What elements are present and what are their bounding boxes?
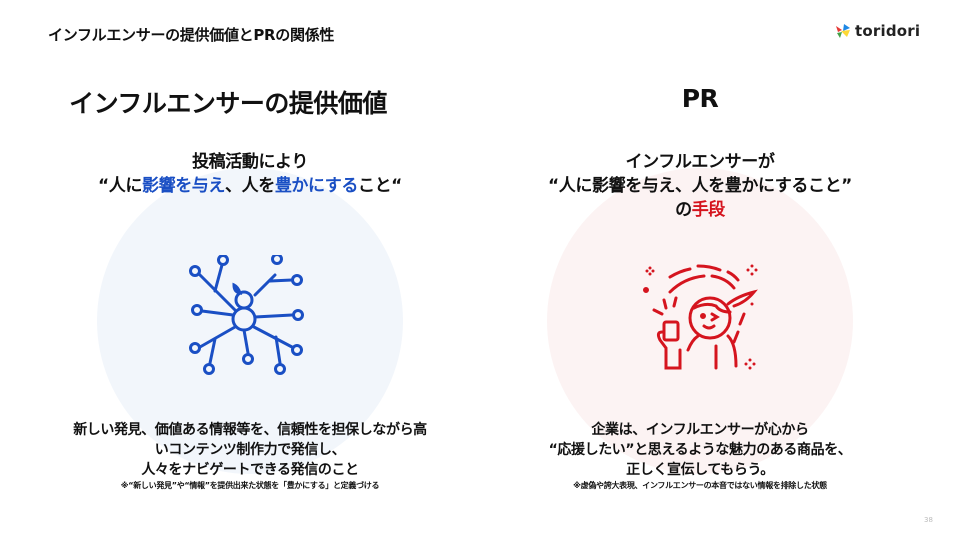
- toridori-bird-icon: [836, 24, 850, 38]
- background-circle: [97, 168, 403, 474]
- influencer-selfie-icon: [640, 252, 770, 382]
- toridori-logo: toridori: [836, 22, 920, 40]
- highlight-text: 影響を与え: [142, 176, 225, 196]
- column-description: 企業は、インフルエンサーが心から “応援したい”と思えるような魅力のある商品を、…: [480, 420, 920, 492]
- column-subtitle: インフルエンサーが “人に影響を与え、人を豊かにすること” の手段: [548, 152, 852, 220]
- column-subtitle: 投稿活動により “人に影響を与え、人を豊かにすること“: [30, 150, 470, 198]
- influencer-value-column: インフルエンサーの提供価値 投稿活動により “人に影響を与え、人を豊かにすること…: [30, 0, 470, 540]
- column-description: 新しい発見、価値ある情報等を、信頼性を担保しながら高 いコンテンツ制作力で発信し…: [30, 420, 470, 492]
- footnote: ※“新しい発見”や“情報”を提供出来た状態を「豊かにする」と定義づける: [120, 481, 380, 490]
- network-person-icon: [180, 253, 310, 380]
- pr-column: PR インフルエンサーが “人に影響を与え、人を豊かにすること” の手段: [480, 0, 920, 540]
- highlight-text: 手段: [691, 200, 726, 220]
- logo-text: toridori: [855, 22, 921, 40]
- column-heading: PR: [681, 84, 719, 113]
- column-heading: インフルエンサーの提供価値: [69, 89, 387, 118]
- subtitle-line: 投稿活動により: [192, 152, 308, 172]
- slide-title: インフルエンサーの提供価値とPRの関係性: [48, 26, 335, 44]
- highlight-text: 豊かにする: [274, 176, 359, 196]
- background-circle: [547, 168, 853, 474]
- footnote: ※虚偽や誇大表現、インフルエンサーの本音ではない情報を排除した状態: [573, 481, 827, 490]
- page-number: 38: [924, 516, 933, 524]
- subtitle-line: “人に影響を与え、人を豊かにすること“: [98, 176, 402, 196]
